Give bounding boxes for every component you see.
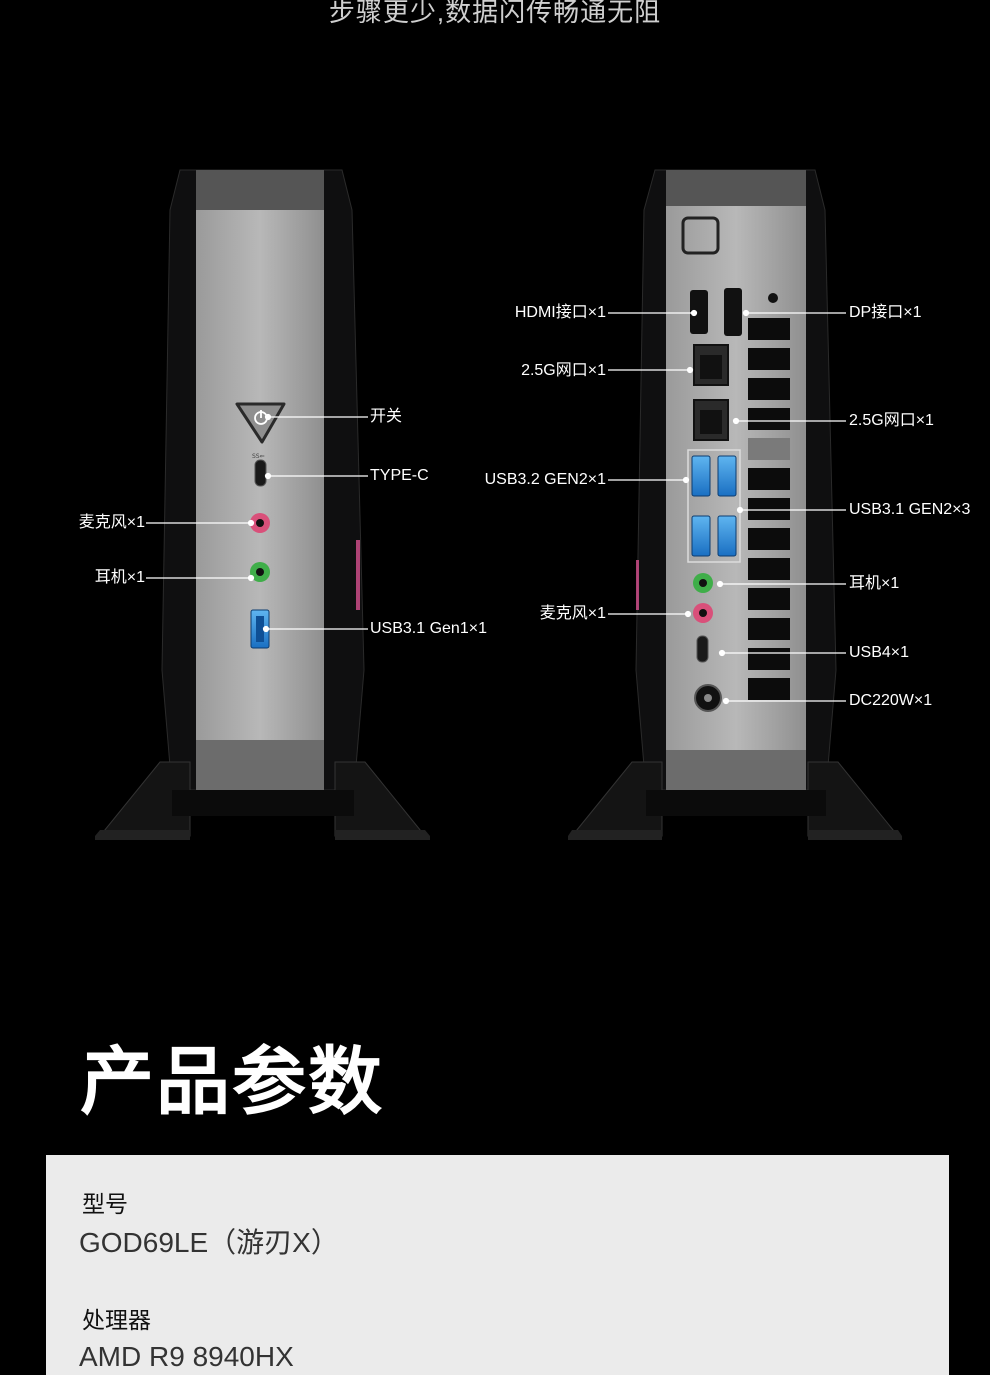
specs-title: 产品参数 <box>80 1040 384 1123</box>
label-front-mic: 麦克风×1 <box>78 514 145 531</box>
front-leader-lines <box>146 413 368 633</box>
spec-card: 型号 GOD69LE（游刃X） 处理器 AMD R9 8940HX <box>46 1155 949 1375</box>
label-dp: DP接口×1 <box>849 304 922 321</box>
label-front-usb: USB3.1 Gen1×1 <box>370 620 487 637</box>
label-usb32: USB3.2 GEN2×1 <box>484 471 606 488</box>
rear-leader-lines <box>608 309 846 705</box>
front-unit: SS⇐ <box>95 169 430 840</box>
label-type-c: TYPE-C <box>370 467 429 484</box>
spec-value-cpu: AMD R9 8940HX <box>79 1341 294 1372</box>
label-hdmi: HDMI接口×1 <box>514 304 606 321</box>
section-subtitle: 步骤更少,数据闪传畅通无阻 <box>328 0 662 27</box>
label-lan-left: 2.5G网口×1 <box>521 362 606 379</box>
product-illustration: SS⇐ <box>95 169 902 840</box>
spec-label-cpu: 处理器 <box>82 1307 151 1333</box>
label-dc: DC220W×1 <box>849 692 933 709</box>
rear-unit <box>568 169 902 840</box>
label-front-headphone: 耳机×1 <box>94 569 145 586</box>
label-usb31: USB3.1 GEN2×3 <box>849 501 971 518</box>
label-lan-right: 2.5G网口×1 <box>849 412 934 429</box>
svg-text:SS⇐: SS⇐ <box>252 453 265 460</box>
label-rear-mic: 麦克风×1 <box>539 605 606 622</box>
spec-value-model: GOD69LE（游刃X） <box>79 1227 339 1258</box>
product-ports-figure: SS⇐ <box>0 150 990 850</box>
label-usb4: USB4×1 <box>849 644 910 661</box>
label-rear-headphone: 耳机×1 <box>849 575 900 592</box>
label-power: 开关 <box>370 408 403 425</box>
spec-label-model: 型号 <box>82 1191 128 1217</box>
